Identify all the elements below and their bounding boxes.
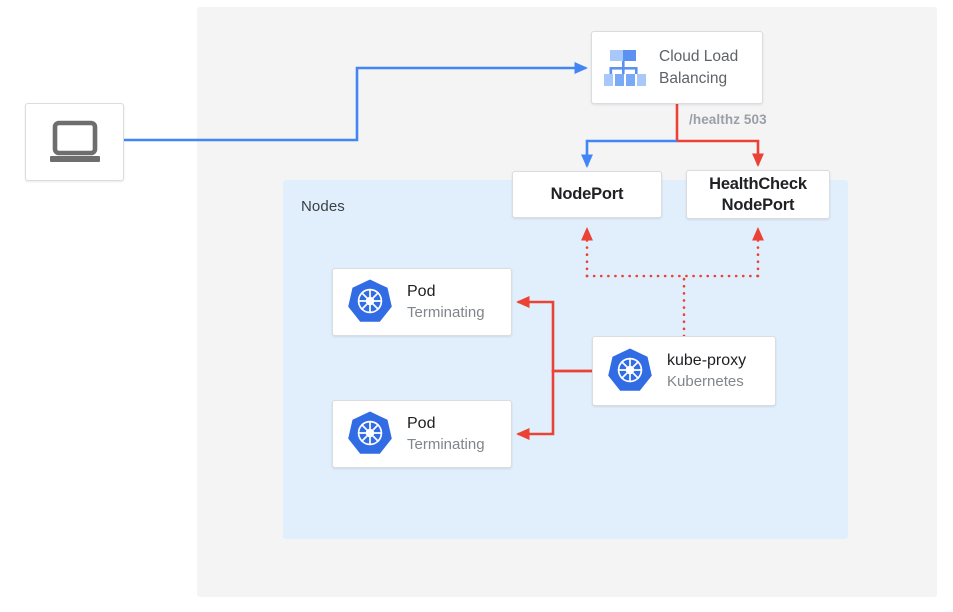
laptop-icon [49, 120, 100, 162]
healthcheck-nodeport-node[interactable]: HealthCheck NodePort [686, 170, 830, 219]
healthcheck-nodeport-label-line1: HealthCheck [709, 174, 807, 193]
kube-proxy-title: kube-proxy [667, 352, 747, 369]
pod-1-text: Pod Terminating [407, 281, 485, 323]
client-node[interactable] [25, 103, 124, 181]
kube-proxy-text: kube-proxy Kubernetes [667, 350, 746, 392]
cloud-load-balancing-label: Cloud Load Balancing [659, 46, 738, 90]
nodes-region-label: Nodes [301, 198, 345, 215]
pod-node-1[interactable]: Pod Terminating [332, 268, 512, 336]
pod-1-title: Pod [407, 283, 436, 300]
cloud-load-balancing-node[interactable]: Cloud Load Balancing [591, 31, 763, 104]
cloud-load-balancing-icon [604, 49, 646, 86]
pod-2-text: Pod Terminating [407, 413, 485, 455]
pod-node-2[interactable]: Pod Terminating [332, 400, 512, 468]
healthcheck-nodeport-label-line2: NodePort [721, 195, 795, 214]
kubernetes-icon [348, 411, 392, 454]
healthz-edge-label: /healthz 503 [689, 112, 767, 127]
nodeport-node[interactable]: NodePort [512, 171, 662, 218]
pod-2-status: Terminating [407, 436, 485, 453]
kube-proxy-node[interactable]: kube-proxy Kubernetes [592, 336, 776, 406]
nodeport-label: NodePort [550, 185, 624, 203]
kubernetes-icon [348, 279, 392, 322]
pod-1-status: Terminating [407, 304, 485, 321]
cloud-load-balancing-label-line2: Balancing [659, 69, 728, 87]
kube-proxy-subtitle: Kubernetes [667, 373, 744, 390]
kubernetes-icon [608, 348, 652, 391]
cloud-load-balancing-label-line1: Cloud Load [659, 47, 739, 65]
healthcheck-nodeport-label: HealthCheck NodePort [709, 174, 807, 216]
pod-2-title: Pod [407, 415, 436, 432]
